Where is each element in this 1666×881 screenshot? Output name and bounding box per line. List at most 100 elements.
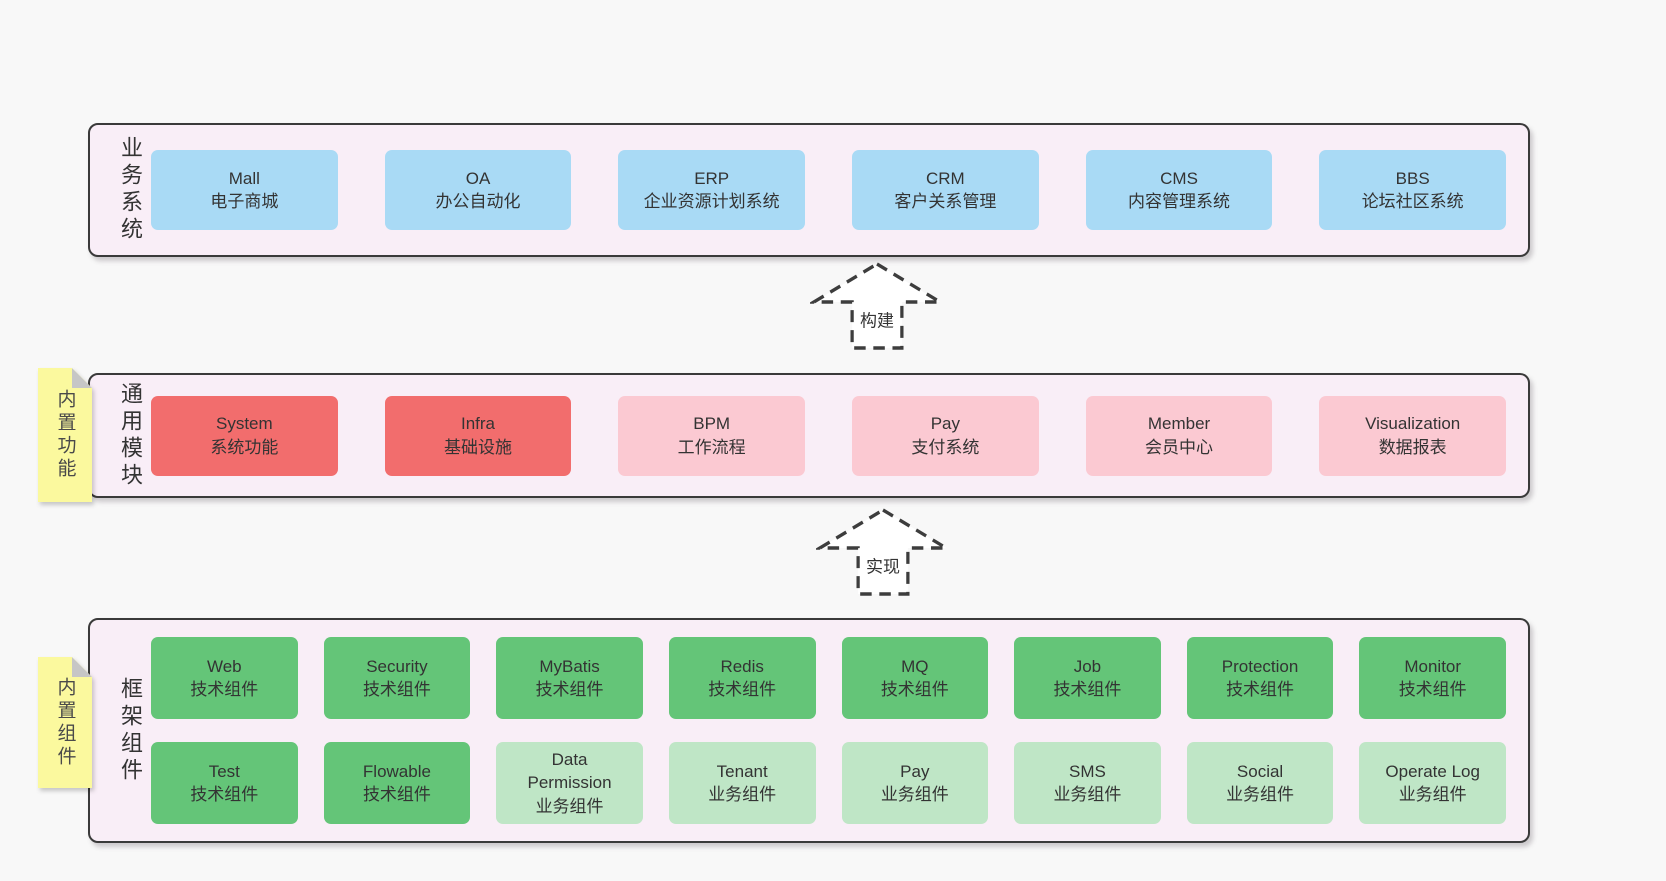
up-arrow-icon xyxy=(810,262,944,350)
module-box-monitor: Monitor 技术组件 xyxy=(1359,637,1506,719)
module-title: Pay xyxy=(900,761,930,781)
module-subtitle: 会员中心 xyxy=(1145,437,1214,457)
module-title: ERP xyxy=(694,168,730,188)
module-title: Test xyxy=(208,761,240,781)
module-subtitle: 技术组件 xyxy=(1398,680,1467,699)
module-box-security: Security 技术组件 xyxy=(323,637,471,719)
module-subtitle: 客户关系管理 xyxy=(894,192,997,211)
module-box-mq: MQ 技术组件 xyxy=(841,637,989,719)
module-title: MQ xyxy=(901,656,929,676)
module-box-web: Web 技术组件 xyxy=(151,637,298,719)
module-box-tenant: Tenant 业务组件 xyxy=(668,742,816,824)
module-title: Data Permission xyxy=(527,749,612,793)
module-box-mybatis: MyBatis 技术组件 xyxy=(496,637,643,719)
module-title: Infra xyxy=(460,414,496,434)
module-title: Tenant xyxy=(716,761,768,781)
note-paper: 内置组件 xyxy=(38,657,92,788)
module-title: Redis xyxy=(720,656,764,676)
module-subtitle: 技术组件 xyxy=(880,680,949,699)
up-arrow-icon xyxy=(816,508,950,596)
module-box-pay: Pay 业务组件 xyxy=(841,742,989,824)
module-subtitle: 数据报表 xyxy=(1378,437,1447,457)
sticky-note-built-in-features: 内置功能 xyxy=(38,368,92,502)
build-arrow-label: 构建 xyxy=(858,306,896,332)
module-box-bbs: BBS 论坛社区系统 xyxy=(1319,150,1507,230)
folded-corner-icon xyxy=(72,657,92,677)
module-box-system: System 系统功能 xyxy=(151,395,338,476)
folded-corner-icon xyxy=(72,368,92,388)
panel-label: 业务系统 xyxy=(118,136,143,244)
module-title: CMS xyxy=(1160,168,1198,188)
module-box-bpm: BPM 工作流程 xyxy=(618,395,806,476)
note-paper: 内置功能 xyxy=(38,368,92,502)
module-title: Mall xyxy=(228,168,260,188)
module-title: Security xyxy=(366,656,428,676)
module-box-redis: Redis 技术组件 xyxy=(668,637,816,719)
note-label: 内置组件 xyxy=(54,676,76,769)
module-subtitle: 系统功能 xyxy=(210,437,279,457)
module-title: Monitor xyxy=(1404,656,1462,676)
module-title: Job xyxy=(1073,656,1102,676)
module-subtitle: 业务组件 xyxy=(535,796,604,816)
module-subtitle: 技术组件 xyxy=(1053,680,1122,699)
module-box-visualization: Visualization 数据报表 xyxy=(1319,395,1507,476)
module-title: Flowable xyxy=(362,761,431,781)
module-title: SMS xyxy=(1069,761,1106,781)
module-box-protection: Protection 技术组件 xyxy=(1186,637,1334,719)
module-subtitle: 技术组件 xyxy=(535,680,604,699)
module-subtitle: 技术组件 xyxy=(362,785,431,804)
module-title: Web xyxy=(206,656,242,676)
build-arrow: 构建 xyxy=(810,260,944,352)
module-title: Protection xyxy=(1221,656,1299,676)
panel-label: 框架组件 xyxy=(118,676,143,785)
implement-arrow: 实现 xyxy=(816,506,950,598)
module-box-infra: Infra 基础设施 xyxy=(384,395,572,476)
module-subtitle: 业务组件 xyxy=(880,785,949,804)
module-subtitle: 内容管理系统 xyxy=(1128,192,1231,211)
module-title: BBS xyxy=(1395,168,1430,188)
module-box-job: Job 技术组件 xyxy=(1014,637,1161,719)
module-subtitle: 基础设施 xyxy=(444,437,512,457)
module-title: OA xyxy=(465,168,491,188)
module-subtitle: 业务组件 xyxy=(708,785,777,804)
module-box-test: Test 技术组件 xyxy=(151,742,298,824)
module-subtitle: 业务组件 xyxy=(1398,785,1467,804)
module-subtitle: 技术组件 xyxy=(1226,680,1295,699)
module-subtitle: 工作流程 xyxy=(677,437,746,457)
sticky-note-built-in-components: 内置组件 xyxy=(38,657,92,788)
module-title: Operate Log xyxy=(1385,761,1480,781)
panel-label: 通用模块 xyxy=(118,381,143,490)
module-title: MyBatis xyxy=(539,656,600,676)
module-box-mall: Mall 电子商城 xyxy=(151,150,338,230)
module-subtitle: 技术组件 xyxy=(708,680,777,699)
module-subtitle: 技术组件 xyxy=(190,785,259,804)
module-title: Pay xyxy=(930,414,960,434)
module-title: Member xyxy=(1147,414,1211,434)
module-subtitle: 论坛社区系统 xyxy=(1361,192,1464,211)
module-subtitle: 技术组件 xyxy=(190,680,259,699)
module-title: Social xyxy=(1236,761,1284,781)
module-title: BPM xyxy=(693,414,731,434)
module-box-flowable: Flowable 技术组件 xyxy=(323,742,471,824)
module-subtitle: 技术组件 xyxy=(362,680,431,699)
module-box-erp: ERP 企业资源计划系统 xyxy=(618,150,806,230)
module-box-data-permission: Data Permission 业务组件 xyxy=(496,742,643,824)
module-subtitle: 企业资源计划系统 xyxy=(643,192,780,211)
module-title: System xyxy=(215,414,273,434)
module-title: Visualization xyxy=(1365,414,1461,434)
module-subtitle: 电子商城 xyxy=(210,192,279,211)
